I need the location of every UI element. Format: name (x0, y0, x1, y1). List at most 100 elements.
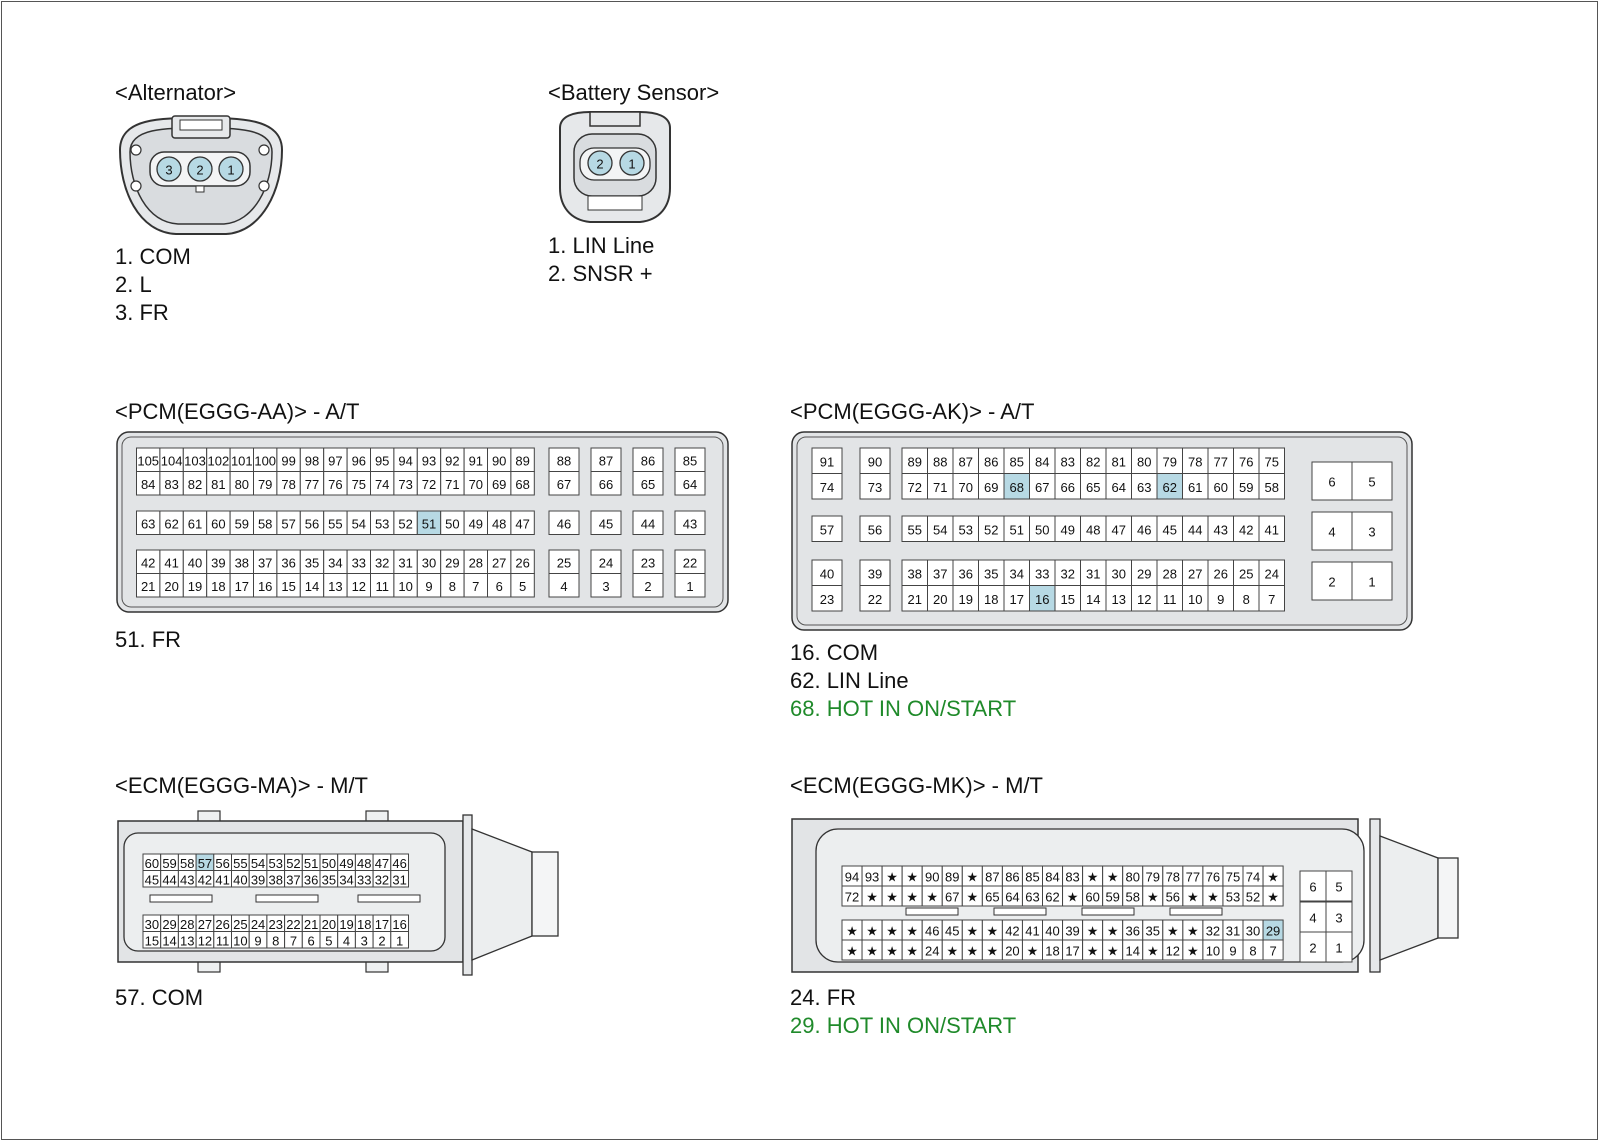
pin-cell (510, 573, 535, 598)
pin-label: 64 (1005, 890, 1019, 905)
pin-cell (1156, 515, 1183, 542)
pin-label: 49 (339, 856, 353, 871)
pin-label: 56 (215, 856, 229, 871)
pin-label: ★ (1187, 890, 1199, 905)
pin-cell (952, 585, 979, 612)
pin-label: 90 (925, 870, 939, 885)
pin-cell (1258, 585, 1285, 612)
divider (149, 894, 213, 903)
pin-label: 24 (251, 917, 265, 932)
pin-label: 55 (908, 522, 922, 537)
pin-label: 64 (1112, 480, 1126, 495)
pin-cell (1131, 559, 1158, 586)
pin-label: 56 (1166, 890, 1180, 905)
pin-label: 34 (1010, 566, 1024, 581)
pin-label: 6 (1328, 475, 1335, 490)
pin-label: 62 (1163, 480, 1177, 495)
pin-cell (548, 510, 580, 535)
pin-label: 62 (1045, 890, 1059, 905)
pin-cell (674, 471, 706, 496)
pin-label: 97 (328, 453, 342, 468)
pin-label: 80 (1125, 870, 1139, 885)
pin-cell (1080, 585, 1107, 612)
divider (993, 907, 1047, 916)
pin-label: 75 (352, 477, 366, 492)
pin-label: 14 (162, 933, 176, 948)
pin-label: ★ (846, 944, 858, 959)
pin-label: 71 (933, 480, 947, 495)
pin-cell (811, 473, 843, 500)
pin-label: 47 (375, 856, 389, 871)
pin-label: 30 (1112, 566, 1126, 581)
pin-label: 41 (164, 555, 178, 570)
pin-cell (1233, 447, 1260, 474)
pin-label: 41 (215, 872, 229, 887)
pin-label: 76 (328, 477, 342, 492)
pin-label: 30 (422, 555, 436, 570)
pin-label: 103 (184, 453, 206, 468)
pin-label: 85 (1025, 870, 1039, 885)
pin-label: 48 (492, 516, 506, 531)
pin-cell (952, 473, 979, 500)
pin-label: 4 (1328, 525, 1335, 540)
pin-label: 55 (233, 856, 247, 871)
pin-label: ★ (1187, 924, 1199, 939)
pin-label: ★ (886, 870, 898, 885)
pin-label: 105 (137, 453, 159, 468)
pin-label: 3 (361, 933, 368, 948)
pin-cell (1207, 585, 1234, 612)
pin-label: 29 (445, 555, 459, 570)
pin-label: 57 (281, 516, 295, 531)
pin-label: 23 (641, 555, 655, 570)
pin-cell (1080, 515, 1107, 542)
pin-cell (901, 585, 928, 612)
pin-cell (1105, 473, 1132, 500)
pin-label: 49 (1061, 522, 1075, 537)
pin-label: 43 (180, 872, 194, 887)
pin-label: 85 (1010, 454, 1024, 469)
pin-label: 44 (1188, 522, 1202, 537)
pin-cell (1003, 559, 1030, 586)
pin-label: 52 (1246, 890, 1260, 905)
pin-label: 10 (1188, 592, 1202, 607)
pin-label: 7 (290, 933, 297, 948)
pin-label: ★ (966, 944, 978, 959)
legend-item: 1. COM (115, 244, 191, 269)
pin-label: 43 (1214, 522, 1228, 537)
pin-label: 24 (1265, 566, 1279, 581)
pin-label: 8 (449, 579, 456, 594)
pin-label: 99 (281, 453, 295, 468)
pin-label: 34 (328, 555, 342, 570)
pin-label: 36 (1125, 924, 1139, 939)
pin-label: ★ (906, 890, 918, 905)
pin-label: 2 (644, 579, 651, 594)
pin-label: 46 (392, 856, 406, 871)
pin-label: 74 (375, 477, 389, 492)
pin-label: 25 (233, 917, 247, 932)
pin-label: ★ (946, 944, 958, 959)
pin-label: 61 (1188, 480, 1202, 495)
pin-cell (1351, 461, 1393, 501)
pin-label: 65 (641, 477, 655, 492)
pin-label: 1 (686, 579, 693, 594)
pcm-ak-title: <PCM(EGGG-AK)> - A/T (790, 399, 1035, 424)
divider (357, 894, 421, 903)
pcm-ak-legend: 16. COM 62. LIN Line 68. HOT IN ON/START (790, 639, 1016, 723)
pin-label: 39 (868, 566, 882, 581)
pin-label: 11 (216, 933, 230, 948)
alternator-legend: 1. COM 2. L 3. FR (115, 243, 191, 327)
pin-cell (1351, 511, 1393, 551)
pin-label: 51 (422, 516, 436, 531)
plug (471, 828, 533, 961)
pin-label: 7 (1268, 592, 1275, 607)
pin-label: 63 (1025, 890, 1039, 905)
pin-label: ★ (987, 924, 999, 939)
pin-cell (1080, 447, 1107, 474)
pin-cell (1131, 515, 1158, 542)
pin-cell (590, 510, 622, 535)
pin-label: 32 (1061, 566, 1075, 581)
latch-slot (179, 119, 223, 131)
legend-item: 29. HOT IN ON/START (790, 1013, 1017, 1038)
pin-label: 52 (984, 522, 998, 537)
pin-label: 60 (211, 516, 225, 531)
